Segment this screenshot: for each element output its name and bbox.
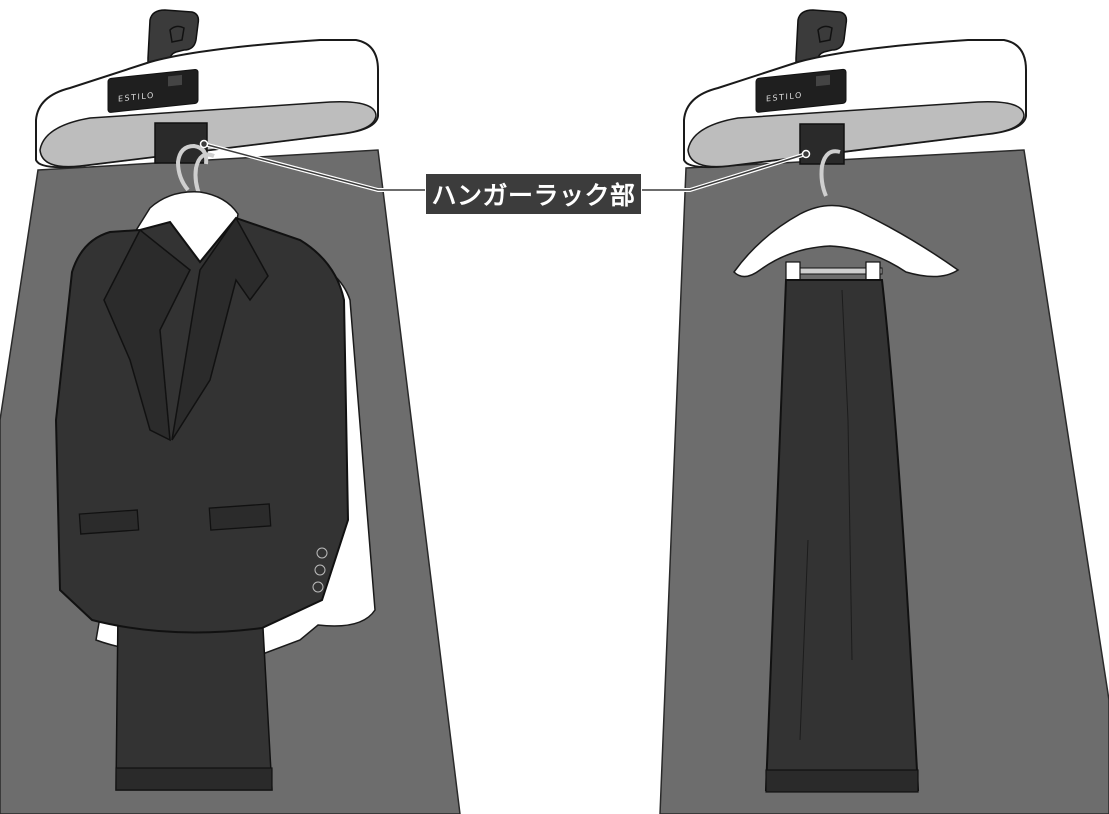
left-jacket-button-3 <box>312 581 324 593</box>
right-unit: ESTILO <box>659 9 1109 814</box>
callout-leaders <box>199 139 811 192</box>
right-trousers-cuff <box>765 769 919 793</box>
left-trousers <box>115 609 273 791</box>
callout-label-text: ハンガーラック部 <box>431 181 636 210</box>
left-jacket-pocket-left <box>78 509 140 535</box>
right-control-panel: ESTILO <box>755 68 847 113</box>
callout-leader-right-core <box>642 153 807 191</box>
right-top-hook-icon <box>795 9 848 65</box>
left-top-hook-icon <box>147 9 200 65</box>
left-housing-rim <box>39 101 377 168</box>
left-jacket-pocket-right <box>208 503 272 531</box>
callout-leader-left-core <box>203 143 425 191</box>
callout-anchor-left <box>199 139 209 149</box>
left-brand-logo: ESTILO <box>118 91 155 104</box>
right-hanger-hook-icon <box>819 149 841 197</box>
left-jacket-button-1 <box>316 547 328 559</box>
left-unit: ESTILO <box>0 9 461 814</box>
right-trousers-crease <box>799 289 853 741</box>
left-trousers-cuff <box>115 767 273 791</box>
left-jacket-button-2 <box>314 564 326 576</box>
left-control-panel: ESTILO <box>107 68 199 113</box>
left-jacket-lapel <box>103 216 269 442</box>
right-hanger <box>733 204 960 278</box>
right-housing-rim <box>687 101 1025 168</box>
left-hanger-hook-icon <box>175 143 215 197</box>
right-brand-logo: ESTILO <box>766 91 803 104</box>
callout-anchor-right <box>801 149 811 159</box>
callout-label-hanger-rack: ハンガーラック部 <box>425 173 642 215</box>
